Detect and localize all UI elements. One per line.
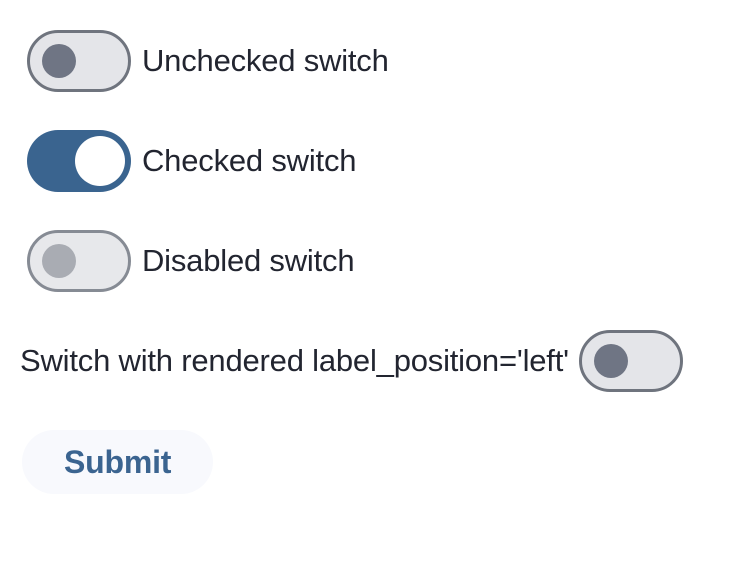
switch-row-unchecked: Unchecked switch bbox=[27, 30, 730, 92]
submit-button[interactable]: Submit bbox=[22, 430, 214, 494]
switch-thumb bbox=[75, 136, 125, 186]
switch-label: Disabled switch bbox=[142, 243, 355, 278]
switch-row-disabled: Disabled switch bbox=[27, 230, 730, 292]
switch-thumb bbox=[42, 244, 76, 278]
switch-row-checked: Checked switch bbox=[27, 130, 730, 192]
disabled-switch-toggle bbox=[27, 230, 131, 292]
switch-row-label-left: Switch with rendered label_position='lef… bbox=[20, 330, 730, 392]
submit-row: Submit bbox=[22, 430, 730, 494]
switch-thumb bbox=[593, 344, 628, 378]
switch-thumb bbox=[42, 44, 76, 78]
checked-switch-toggle[interactable] bbox=[27, 130, 131, 192]
switch-label: Unchecked switch bbox=[142, 43, 389, 78]
unchecked-switch-toggle[interactable] bbox=[27, 30, 131, 92]
label-left-switch-toggle[interactable] bbox=[578, 330, 683, 392]
switch-label: Checked switch bbox=[142, 143, 357, 178]
switch-label: Switch with rendered label_position='lef… bbox=[20, 343, 569, 378]
